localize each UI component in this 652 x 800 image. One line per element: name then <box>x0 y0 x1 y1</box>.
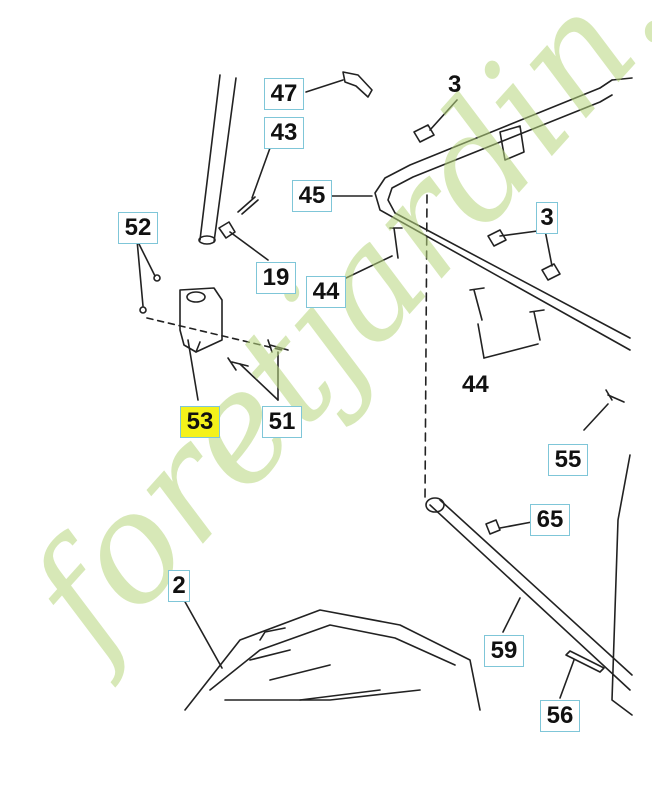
part-44-bolt-left <box>389 227 403 259</box>
part-3-nut-right <box>541 263 561 281</box>
main-frame <box>374 77 633 351</box>
right-frame <box>611 454 633 716</box>
callout-56: 56 <box>540 700 580 732</box>
part-65-clip <box>485 519 501 535</box>
callout-43: 43 <box>264 117 304 149</box>
callout-47: 47 <box>264 78 304 110</box>
part-44-bolt-right <box>529 309 545 341</box>
part-3-nut-mid <box>487 229 507 247</box>
part-55-bolt <box>605 389 625 403</box>
callout-2: 2 <box>168 570 190 602</box>
part-3-nut-top <box>413 124 435 143</box>
callout-65: 65 <box>530 504 570 536</box>
callout-52: 52 <box>118 212 158 244</box>
callout-51: 51 <box>262 406 302 438</box>
part-52-nut-b <box>139 306 147 314</box>
part-47-bracket <box>342 71 373 98</box>
leader-lines <box>136 79 609 699</box>
handle-tube <box>198 74 237 245</box>
part-43-bolt <box>237 196 259 215</box>
callout-45: 45 <box>292 180 332 212</box>
part-19-knob <box>218 221 236 239</box>
part-52-nut-a <box>153 274 161 282</box>
part-56-pin <box>565 650 605 673</box>
label-44: 44 <box>462 371 489 398</box>
part-53-bracket <box>179 287 223 353</box>
label-3-top: 3 <box>448 71 462 98</box>
callout-44: 44 <box>306 276 346 308</box>
callout-53-highlighted: 53 <box>180 406 220 438</box>
part-44-bolt-mid <box>469 287 485 321</box>
callout-19: 19 <box>256 262 296 294</box>
callout-59: 59 <box>484 635 524 667</box>
part-59-rod <box>425 497 633 691</box>
callout-55: 55 <box>548 444 588 476</box>
part-2-cover <box>184 609 481 711</box>
callout-3: 3 <box>536 202 558 234</box>
part-51-bolt-b <box>267 339 289 353</box>
